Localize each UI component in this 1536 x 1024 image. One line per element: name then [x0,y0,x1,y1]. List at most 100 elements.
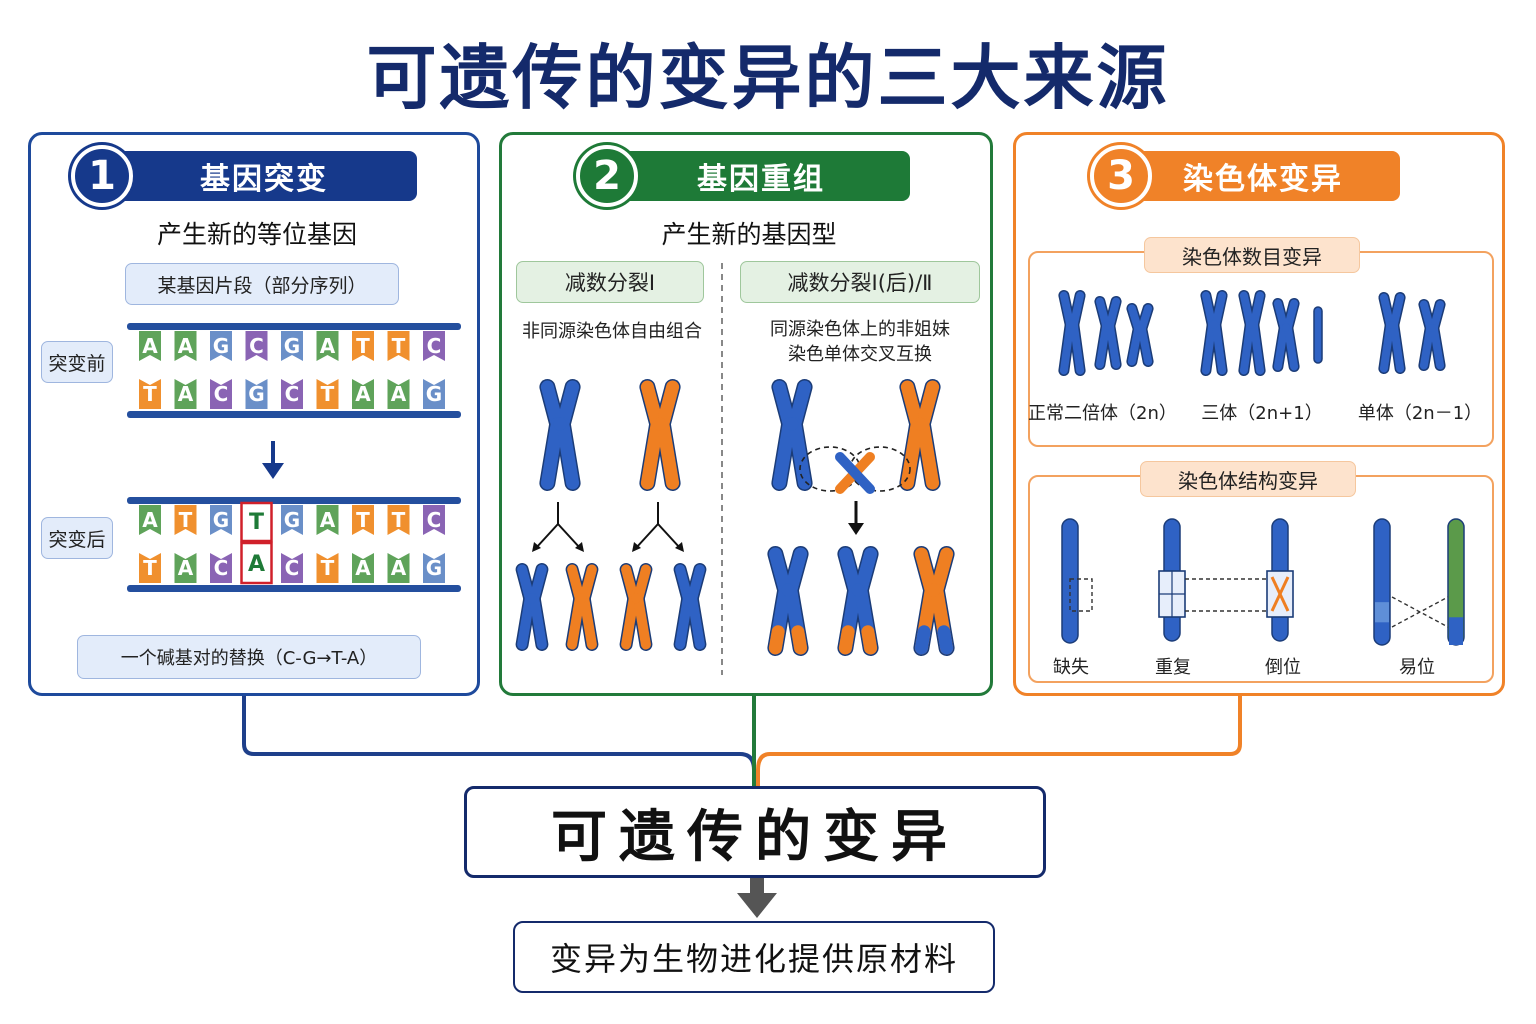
trisomy-chrom-2 [1238,290,1266,376]
svg-text:T: T [143,556,157,580]
svg-text:T: T [249,510,264,535]
base-top-0: A [139,505,161,535]
down-arrow-icon [848,501,864,535]
svg-text:C: C [427,508,442,532]
base-bottom-7: A [387,379,410,409]
base-top-8: C [423,331,445,361]
svg-text:A: A [355,556,371,580]
gamete-blue-1 [515,563,549,651]
gamete-blue-2 [673,563,707,651]
homolog-blue [539,379,581,491]
base-top-7: T [387,331,410,361]
trisomy-label: 三体（2n+1） [1201,403,1323,424]
chromosome-variation-diagrams [1058,290,1465,646]
panel-gene-recombination: 基因重组 2 产生新的基因型 减数分裂Ⅰ 减数分裂Ⅰ(后)/Ⅱ 非同源染色体自由… [499,132,993,696]
recombination-diagrams [515,263,955,675]
translocation-blue [1373,518,1391,646]
svg-text:A: A [178,556,194,580]
segment-label: 某基因片段（部分序列） [125,263,399,305]
svg-text:A: A [355,382,371,406]
base-bottom-4: C [281,379,303,409]
structure-variation-chromosomes [1061,518,1465,646]
svg-text:A: A [391,556,407,580]
deletion-label: 缺失 [1053,657,1089,678]
base-bottom-8: G [423,379,445,409]
base-top-2: G [210,331,232,361]
svg-text:G: G [284,508,300,532]
diploid-label: 正常二倍体（2n） [1028,403,1177,424]
trisomy-extra-chrom [1313,306,1323,364]
diploid-chrom-2 [1094,296,1122,370]
crossover-text-1: 同源染色体上的非姐妹 [770,319,950,340]
svg-text:G: G [426,382,442,406]
crossover-x-icon [835,452,875,494]
svg-text:A: A [320,508,336,532]
base-bottom-3: AA [240,541,273,585]
svg-text:A: A [178,382,194,406]
trisomy-chrom-1 [1200,290,1228,376]
before-label: 突变前 [41,341,113,383]
structure-variation-tag: 染色体结构变异 [1140,461,1356,497]
recombinant-blue-1 [767,546,809,656]
monosomy-chrom-1 [1378,292,1406,374]
base-top-6: T [352,505,374,535]
heritable-variation-box: 可遗传的变异 [464,786,1046,878]
svg-text:T: T [143,382,157,406]
base-bottom-5: T [316,553,339,583]
base-top-7: T [387,505,410,535]
recombinant-orange [913,546,955,656]
recombinant-blue-2 [837,546,879,656]
meiosis1-tag: 减数分裂Ⅰ [516,261,704,303]
base-top-4: G [281,331,303,361]
svg-text:G: G [213,334,229,358]
svg-text:T: T [392,508,406,532]
svg-text:C: C [427,334,442,358]
crossover-blue [771,379,813,491]
crossover-orange [899,379,941,491]
panel3-title: 染色体变异 [1126,151,1400,201]
panel1-number-badge: 1 [71,145,133,207]
base-bottom-1: A [174,553,197,583]
base-bottom-8: G [423,553,445,583]
base-top-3: TT [240,501,273,543]
base-bottom-6: A [352,379,374,409]
svg-text:T: T [179,508,193,532]
panel2-subtitle: 产生新的基因型 [661,220,837,249]
svg-text:C: C [249,334,264,358]
diploid-chrom-3 [1126,303,1154,367]
svg-text:C: C [214,556,229,580]
split-arrow-icon [532,502,584,552]
svg-text:C: C [214,382,229,406]
base-top-4: G [281,505,303,535]
svg-text:A: A [248,552,265,577]
dna-after-strand: ATGTTGATTCTACAACTAAG [127,497,461,592]
svg-text:T: T [321,382,335,406]
trisomy-chrom-3 [1272,298,1300,372]
base-top-3: C [245,331,268,361]
panel2-title: 基因重组 [612,151,910,201]
base-bottom-2: C [210,379,232,409]
svg-text:A: A [142,508,158,532]
svg-text:A: A [391,382,407,406]
svg-text:C: C [285,556,300,580]
translocation-green [1447,518,1465,646]
after-label: 突变后 [41,517,113,559]
monosomy-chrom-2 [1418,299,1446,371]
mutation-caption: 一个碱基对的替换（C-G→T-A） [77,635,421,679]
independent-assortment-chromosomes [515,379,707,651]
base-bottom-1: A [174,379,197,409]
base-top-5: A [316,331,339,361]
number-variation-chromosomes [1058,290,1446,376]
base-top-5: A [316,505,339,535]
gamete-orange-2 [619,563,653,651]
svg-text:T: T [321,556,335,580]
base-top-6: T [352,331,374,361]
svg-text:C: C [285,382,300,406]
page-title: 可遗传的变异的三大来源 [366,37,1170,119]
panel1-subtitle: 产生新的等位基因 [156,220,357,249]
base-top-0: A [139,331,161,361]
duplication-label: 重复 [1155,657,1191,678]
translocation-label: 易位 [1399,657,1435,678]
